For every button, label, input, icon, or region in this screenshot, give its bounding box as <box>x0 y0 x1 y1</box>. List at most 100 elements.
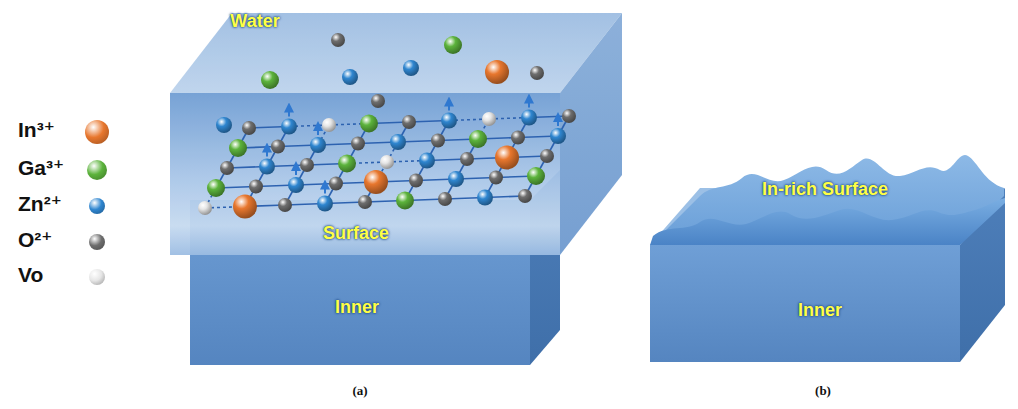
lattice-ion <box>220 161 234 175</box>
migration-arrow <box>288 108 290 117</box>
water-slab: WaterSurface <box>170 8 625 258</box>
lattice-ion <box>495 146 519 170</box>
legend-label: Vo <box>18 263 43 287</box>
legend-swatch <box>89 198 105 214</box>
lattice-ion <box>271 140 285 154</box>
lattice-ion <box>380 155 394 169</box>
in-rich-surface-layer: In-rich Surface <box>648 152 1008 247</box>
lattice-ion <box>521 110 537 126</box>
lattice-ion <box>278 198 292 212</box>
inner-front-face <box>650 245 960 362</box>
dissolved-ion <box>261 71 279 89</box>
slab-front-face <box>170 93 560 255</box>
lattice <box>198 99 576 219</box>
lattice-ion <box>482 112 496 126</box>
panel-label: (a) <box>352 383 367 399</box>
lattice-ion <box>396 192 414 210</box>
lattice-ion <box>540 149 554 163</box>
legend-swatch <box>89 269 105 285</box>
lattice-ion <box>259 159 275 175</box>
region-label: Inner <box>335 297 379 318</box>
legend-label: Zn²⁺ <box>18 192 62 216</box>
region-label: Surface <box>323 223 389 244</box>
lattice-ion <box>242 121 256 135</box>
lattice-ion <box>527 167 545 185</box>
dissolved-ion <box>371 94 385 108</box>
legend-swatch <box>87 160 107 180</box>
lattice-ion <box>360 115 378 133</box>
dissolved-ion <box>444 36 462 54</box>
region-label: Water <box>230 11 279 32</box>
lattice-ion <box>351 137 365 151</box>
legend-entry: In³⁺ <box>0 117 140 147</box>
inner-block: Inner <box>190 190 562 368</box>
lattice-ion <box>419 153 435 169</box>
inner-block: Inner <box>648 188 1008 364</box>
lattice-ion <box>281 119 297 135</box>
migration-arrow <box>448 102 450 111</box>
lattice-ion <box>207 179 225 197</box>
legend-label: O²⁺ <box>18 228 52 252</box>
dissolved-ion <box>530 66 544 80</box>
migration-arrow <box>295 166 297 175</box>
lattice-ion <box>288 177 304 193</box>
lattice-ion <box>469 130 487 148</box>
lattice-ion <box>364 170 388 194</box>
lattice-ion <box>390 134 406 150</box>
legend-entry: Ga³⁺ <box>0 155 140 185</box>
lattice-ion <box>409 174 423 188</box>
lattice-ion <box>511 131 525 145</box>
migration-arrow <box>528 99 530 108</box>
lattice-ion <box>550 128 566 144</box>
migration-arrow <box>317 126 319 135</box>
lattice-ion <box>358 195 372 209</box>
dissolved-ion <box>342 69 358 85</box>
surface-wave <box>650 198 1005 245</box>
panel-label: (b) <box>815 383 831 399</box>
water-slab <box>170 13 622 255</box>
dissolved-ion <box>485 60 509 84</box>
floating-ions <box>216 33 544 133</box>
legend-entry: Zn²⁺ <box>0 191 140 221</box>
lattice-ion <box>477 190 493 206</box>
legend-swatch <box>85 120 109 144</box>
legend-label: In³⁺ <box>18 118 55 142</box>
legend-swatch <box>89 234 105 250</box>
lattice-ion <box>300 158 314 172</box>
lattice-ion <box>317 196 333 212</box>
dissolved-ion <box>331 33 345 47</box>
legend-entry: Vo <box>0 262 140 292</box>
lattice-ion <box>402 115 416 129</box>
lattice-ion <box>249 180 263 194</box>
lattice-ion <box>233 195 257 219</box>
lattice-ion <box>310 137 326 153</box>
legend-entry: O²⁺ <box>0 227 140 257</box>
block-a <box>170 13 622 365</box>
lattice-ion <box>431 134 445 148</box>
legend-label: Ga³⁺ <box>18 156 64 180</box>
lattice-ion <box>562 109 576 123</box>
lattice-ion <box>322 118 336 132</box>
lattice-ion <box>438 192 452 206</box>
lattice-ion <box>441 113 457 129</box>
lattice-ion <box>460 152 474 166</box>
dissolved-ion <box>403 60 419 76</box>
lattice-ion <box>198 201 212 215</box>
slab-side-face <box>560 13 622 255</box>
lattice-ion <box>489 171 503 185</box>
dissolved-ion <box>216 117 232 133</box>
migration-arrow <box>557 117 559 126</box>
lattice-ion <box>518 189 532 203</box>
lattice-ion <box>229 139 247 157</box>
lattice-ion <box>338 155 356 173</box>
lattice-ion <box>329 177 343 191</box>
migration-arrow <box>266 148 268 157</box>
block-b <box>650 155 1005 362</box>
migration-arrow <box>324 185 326 194</box>
lattice-ion <box>448 171 464 187</box>
region-label: In-rich Surface <box>762 179 888 200</box>
